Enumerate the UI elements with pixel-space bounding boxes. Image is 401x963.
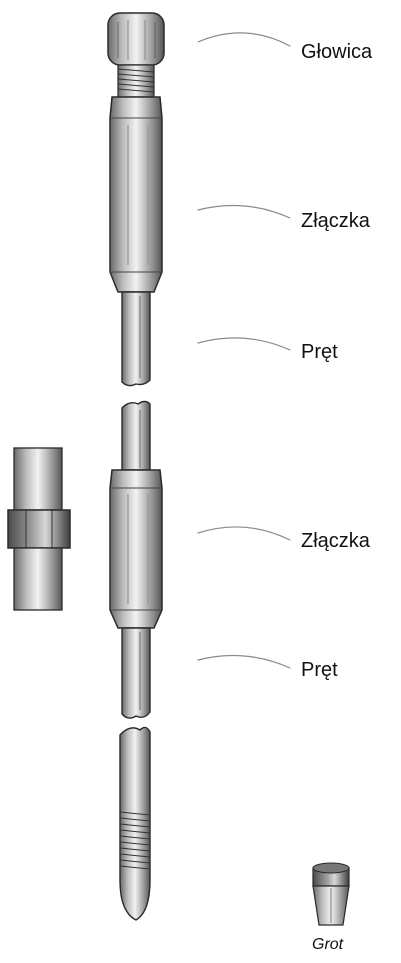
coupling-detail-side — [8, 448, 70, 610]
leader-rod-1 — [198, 338, 290, 350]
coupling-part-upper — [110, 97, 162, 292]
leader-lines — [198, 33, 290, 668]
head-part — [108, 13, 164, 97]
rod-part-middle — [122, 402, 150, 471]
rod-part-upper — [122, 292, 150, 386]
leader-rod-2 — [198, 656, 290, 669]
leader-coupling-1 — [198, 206, 290, 219]
caption-tip: Grot — [312, 936, 343, 954]
label-rod-lower: Pręt — [301, 660, 338, 680]
tip-detail — [313, 863, 349, 925]
leader-head — [198, 33, 290, 46]
label-head: Głowica — [301, 42, 372, 62]
leader-coupling-2 — [198, 527, 290, 540]
label-coupling-middle: Złączka — [301, 531, 370, 551]
coupling-part-middle — [110, 470, 162, 628]
tip-rod-part — [120, 727, 150, 920]
label-rod-upper: Pręt — [301, 342, 338, 362]
rod-part-lower — [122, 628, 150, 718]
label-coupling-upper: Złączka — [301, 211, 370, 231]
